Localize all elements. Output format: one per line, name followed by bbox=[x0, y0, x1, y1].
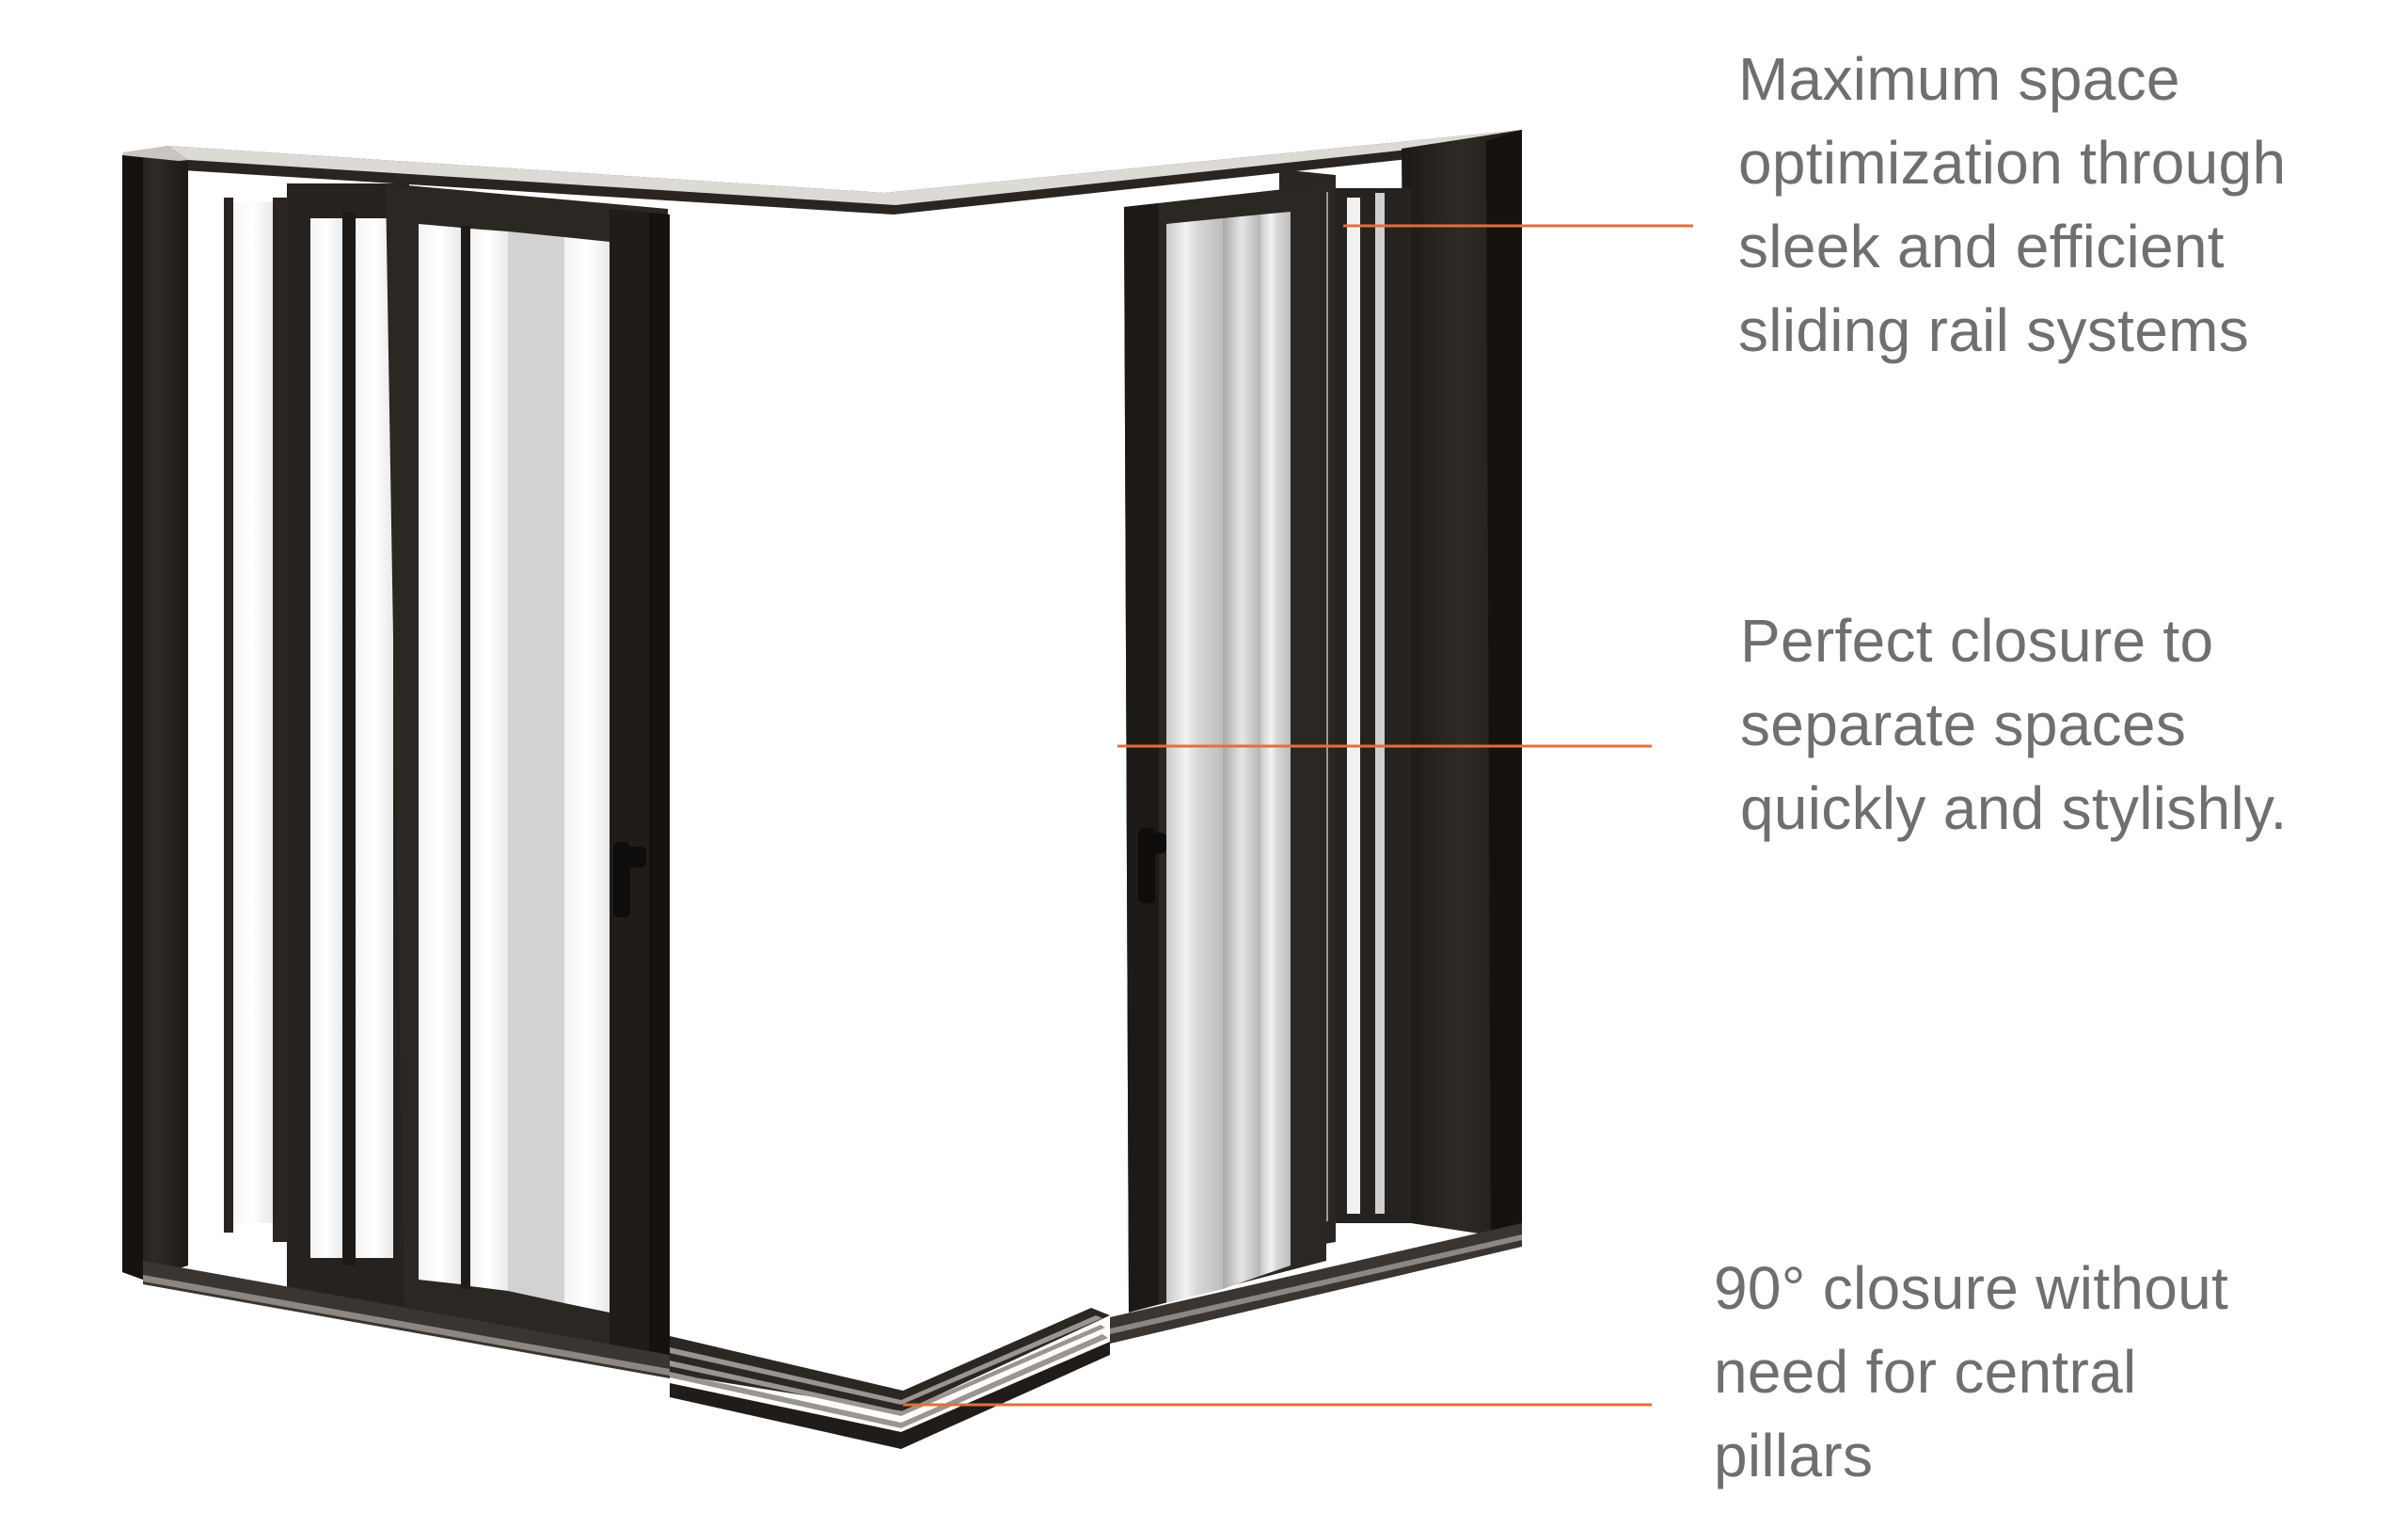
callout-perfect-closure: Perfect closure to separate spaces quick… bbox=[1740, 607, 2288, 842]
leader-lines bbox=[903, 224, 1693, 1407]
callout-rail-systems: Maximum space optimization through sleek… bbox=[1738, 45, 2287, 364]
floor-track-corner bbox=[670, 1308, 1110, 1449]
callout-90-degree-closure: 90° closure without need for central pil… bbox=[1714, 1254, 2229, 1489]
right-door-section bbox=[1110, 130, 1522, 1344]
left-front-panel bbox=[386, 183, 670, 1364]
right-front-panel bbox=[1124, 184, 1326, 1313]
left-door-section bbox=[122, 155, 670, 1378]
right-door-handle bbox=[1138, 828, 1166, 903]
left-door-handle bbox=[613, 842, 646, 917]
